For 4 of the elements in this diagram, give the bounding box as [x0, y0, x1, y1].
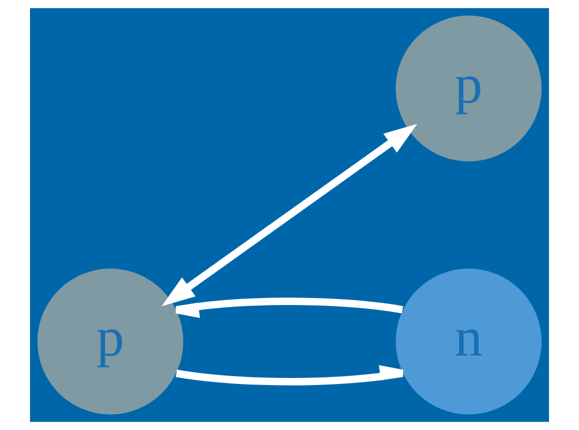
arrow: [172, 298, 404, 318]
node-circle: p: [396, 16, 542, 162]
arrow: [162, 124, 418, 306]
node-circle: p: [37, 268, 184, 414]
